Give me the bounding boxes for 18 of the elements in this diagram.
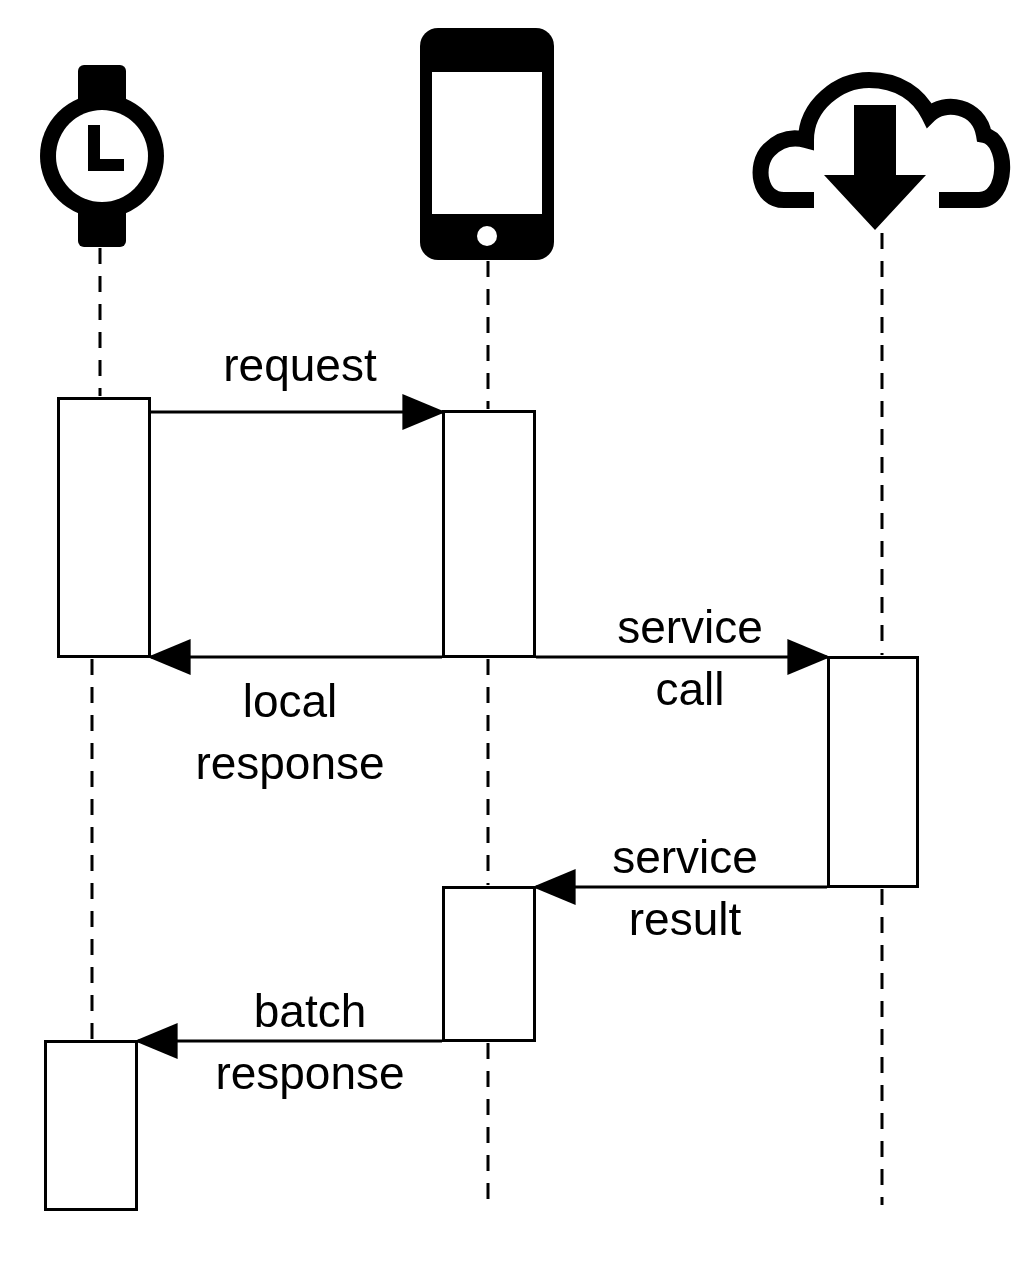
edge-label: local response: [194, 674, 386, 791]
lifeline: [880, 889, 884, 1205]
lifeline: [880, 233, 884, 655]
activation-box: [442, 410, 536, 658]
phone-icon: [420, 28, 554, 260]
activation-box: [44, 1040, 138, 1211]
edge-label: service result: [611, 830, 759, 947]
edge-label: request: [222, 338, 378, 393]
edge-label: service call: [616, 600, 764, 717]
activation-box: [442, 886, 536, 1042]
lifeline: [486, 659, 490, 885]
activation-box: [57, 397, 151, 658]
watch-icon: [38, 65, 166, 247]
lifeline: [90, 659, 94, 1039]
lifeline: [486, 261, 490, 409]
lifeline: [98, 248, 102, 396]
edge-label: batch response: [214, 984, 406, 1101]
activation-box: [827, 656, 919, 888]
